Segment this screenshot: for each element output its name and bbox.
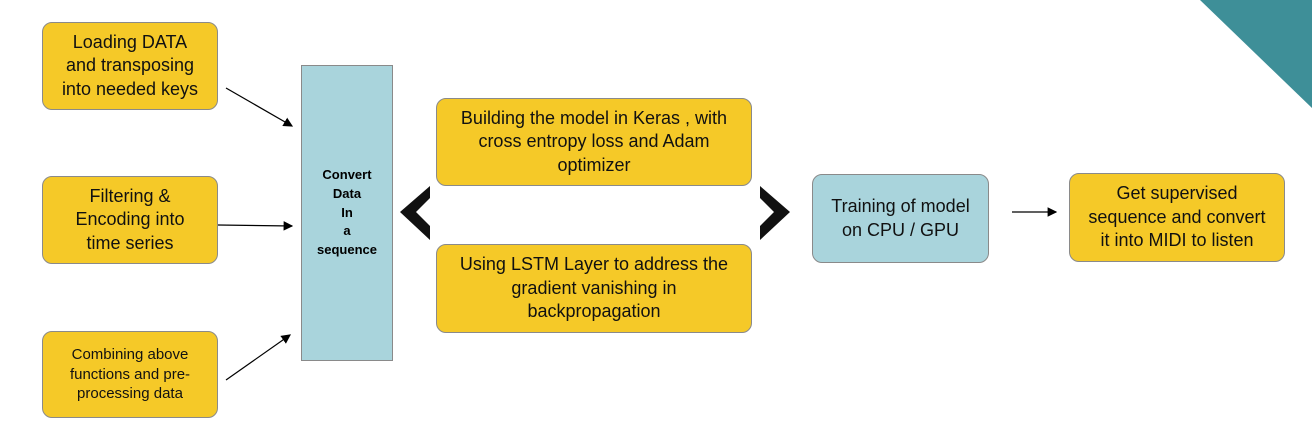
step-training: Training of model on CPU / GPU <box>812 174 989 263</box>
corner-decoration <box>1200 0 1312 108</box>
step-output-midi-label: Get supervised sequence and convert it i… <box>1088 183 1266 251</box>
step-convert-sequence-label: Convert Data In a sequence <box>317 166 377 258</box>
arrow-combining-to-convert <box>225 334 291 381</box>
step-loading-data-label: Loading DATA and transposing into needed… <box>61 31 199 99</box>
chevron-right-icon <box>760 186 790 240</box>
step-filtering-encoding-label: Filtering & Encoding into time series <box>75 185 185 253</box>
step-combining: Combining above functions and pre- proce… <box>42 331 218 418</box>
step-building-model: Building the model in Keras , with cross… <box>436 98 752 186</box>
step-lstm-layer-label: Using LSTM Layer to address the gradient… <box>459 254 729 322</box>
step-lstm-layer: Using LSTM Layer to address the gradient… <box>436 244 752 333</box>
step-convert-sequence: Convert Data In a sequence <box>301 65 393 361</box>
step-loading-data: Loading DATA and transposing into needed… <box>42 22 218 110</box>
step-combining-label: Combining above functions and pre- proce… <box>69 346 191 403</box>
step-building-model-label: Building the model in Keras , with cross… <box>460 107 728 175</box>
step-filtering-encoding: Filtering & Encoding into time series <box>42 176 218 264</box>
chevron-left-icon <box>400 186 430 240</box>
arrow-loading-to-convert <box>225 87 294 127</box>
step-output-midi: Get supervised sequence and convert it i… <box>1069 173 1285 262</box>
step-training-label: Training of model on CPU / GPU <box>831 196 970 240</box>
arrow-filtering-to-convert <box>217 221 294 231</box>
